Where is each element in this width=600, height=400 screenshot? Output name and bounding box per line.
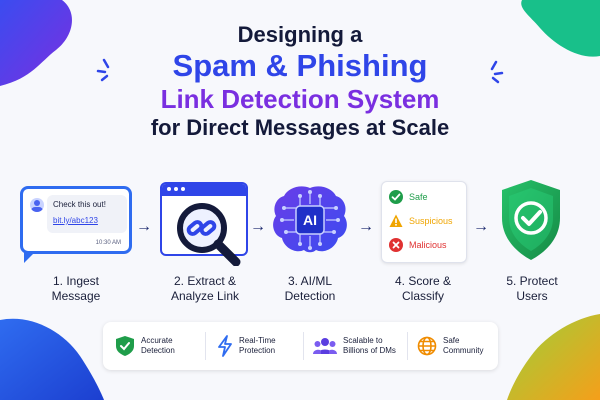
message-link[interactable]: bit.ly/abc123 xyxy=(53,216,98,225)
browser-titlebar xyxy=(162,184,246,196)
score-label-safe: Safe xyxy=(409,192,428,202)
sparkle-right-icon xyxy=(490,60,504,84)
feature-divider xyxy=(407,332,408,360)
globe-icon xyxy=(417,336,437,356)
message-card: Check this out! bit.ly/abc123 10:30 AM xyxy=(20,186,132,254)
shield-check-icon xyxy=(116,336,134,356)
magnifier-link-icon xyxy=(177,203,241,266)
message-text: Check this out! xyxy=(53,200,106,209)
title-line-1: Designing a xyxy=(237,22,363,47)
corner-blob-bottom-right xyxy=(507,314,600,400)
title-block: Designing a Spam & Phishing Link Detecti… xyxy=(0,22,600,142)
corner-blob-top-left xyxy=(0,0,73,86)
title-line-3: Link Detection System xyxy=(160,84,440,114)
ai-chip-label: AI xyxy=(303,212,317,228)
score-label-malicious: Malicious xyxy=(409,240,447,250)
warning-icon xyxy=(389,214,403,227)
feature-divider xyxy=(205,332,206,360)
score-row-malicious: Malicious xyxy=(389,238,447,252)
flow-arrow-2: → xyxy=(250,218,266,235)
flow-arrow-3: → xyxy=(358,218,374,235)
score-row-suspicious: Suspicious xyxy=(389,214,453,228)
feature-divider xyxy=(303,332,304,360)
title-line-4: for Direct Messages at Scale xyxy=(150,115,450,140)
step-label-4: 4. Score &Classify xyxy=(394,274,452,303)
corner-blob-bottom-left xyxy=(0,318,104,400)
message-bubble: Check this out! bit.ly/abc123 xyxy=(47,195,127,233)
x-circle-icon xyxy=(389,238,403,252)
score-row-safe: Safe xyxy=(389,190,428,204)
score-label-suspicious: Suspicious xyxy=(409,216,453,226)
corner-blob-top-right xyxy=(521,0,600,57)
message-card-tail xyxy=(24,251,36,263)
flow-arrow-4: → xyxy=(473,218,489,235)
title-line-2: Spam & Phishing xyxy=(172,48,428,83)
score-card: Safe Suspicious Malicious xyxy=(381,181,467,263)
message-time: 10:30 AM xyxy=(95,240,121,246)
sparkle-left-icon xyxy=(96,58,110,82)
check-circle-icon xyxy=(389,190,403,204)
step-label-2: 2. Extract &Analyze Link xyxy=(170,274,240,303)
ai-brain-icon xyxy=(273,186,347,253)
avatar xyxy=(30,198,44,212)
lightning-icon xyxy=(218,335,232,357)
users-icon xyxy=(313,338,337,354)
flow-arrow-1: → xyxy=(136,218,152,235)
shield-check-icon xyxy=(502,180,560,260)
